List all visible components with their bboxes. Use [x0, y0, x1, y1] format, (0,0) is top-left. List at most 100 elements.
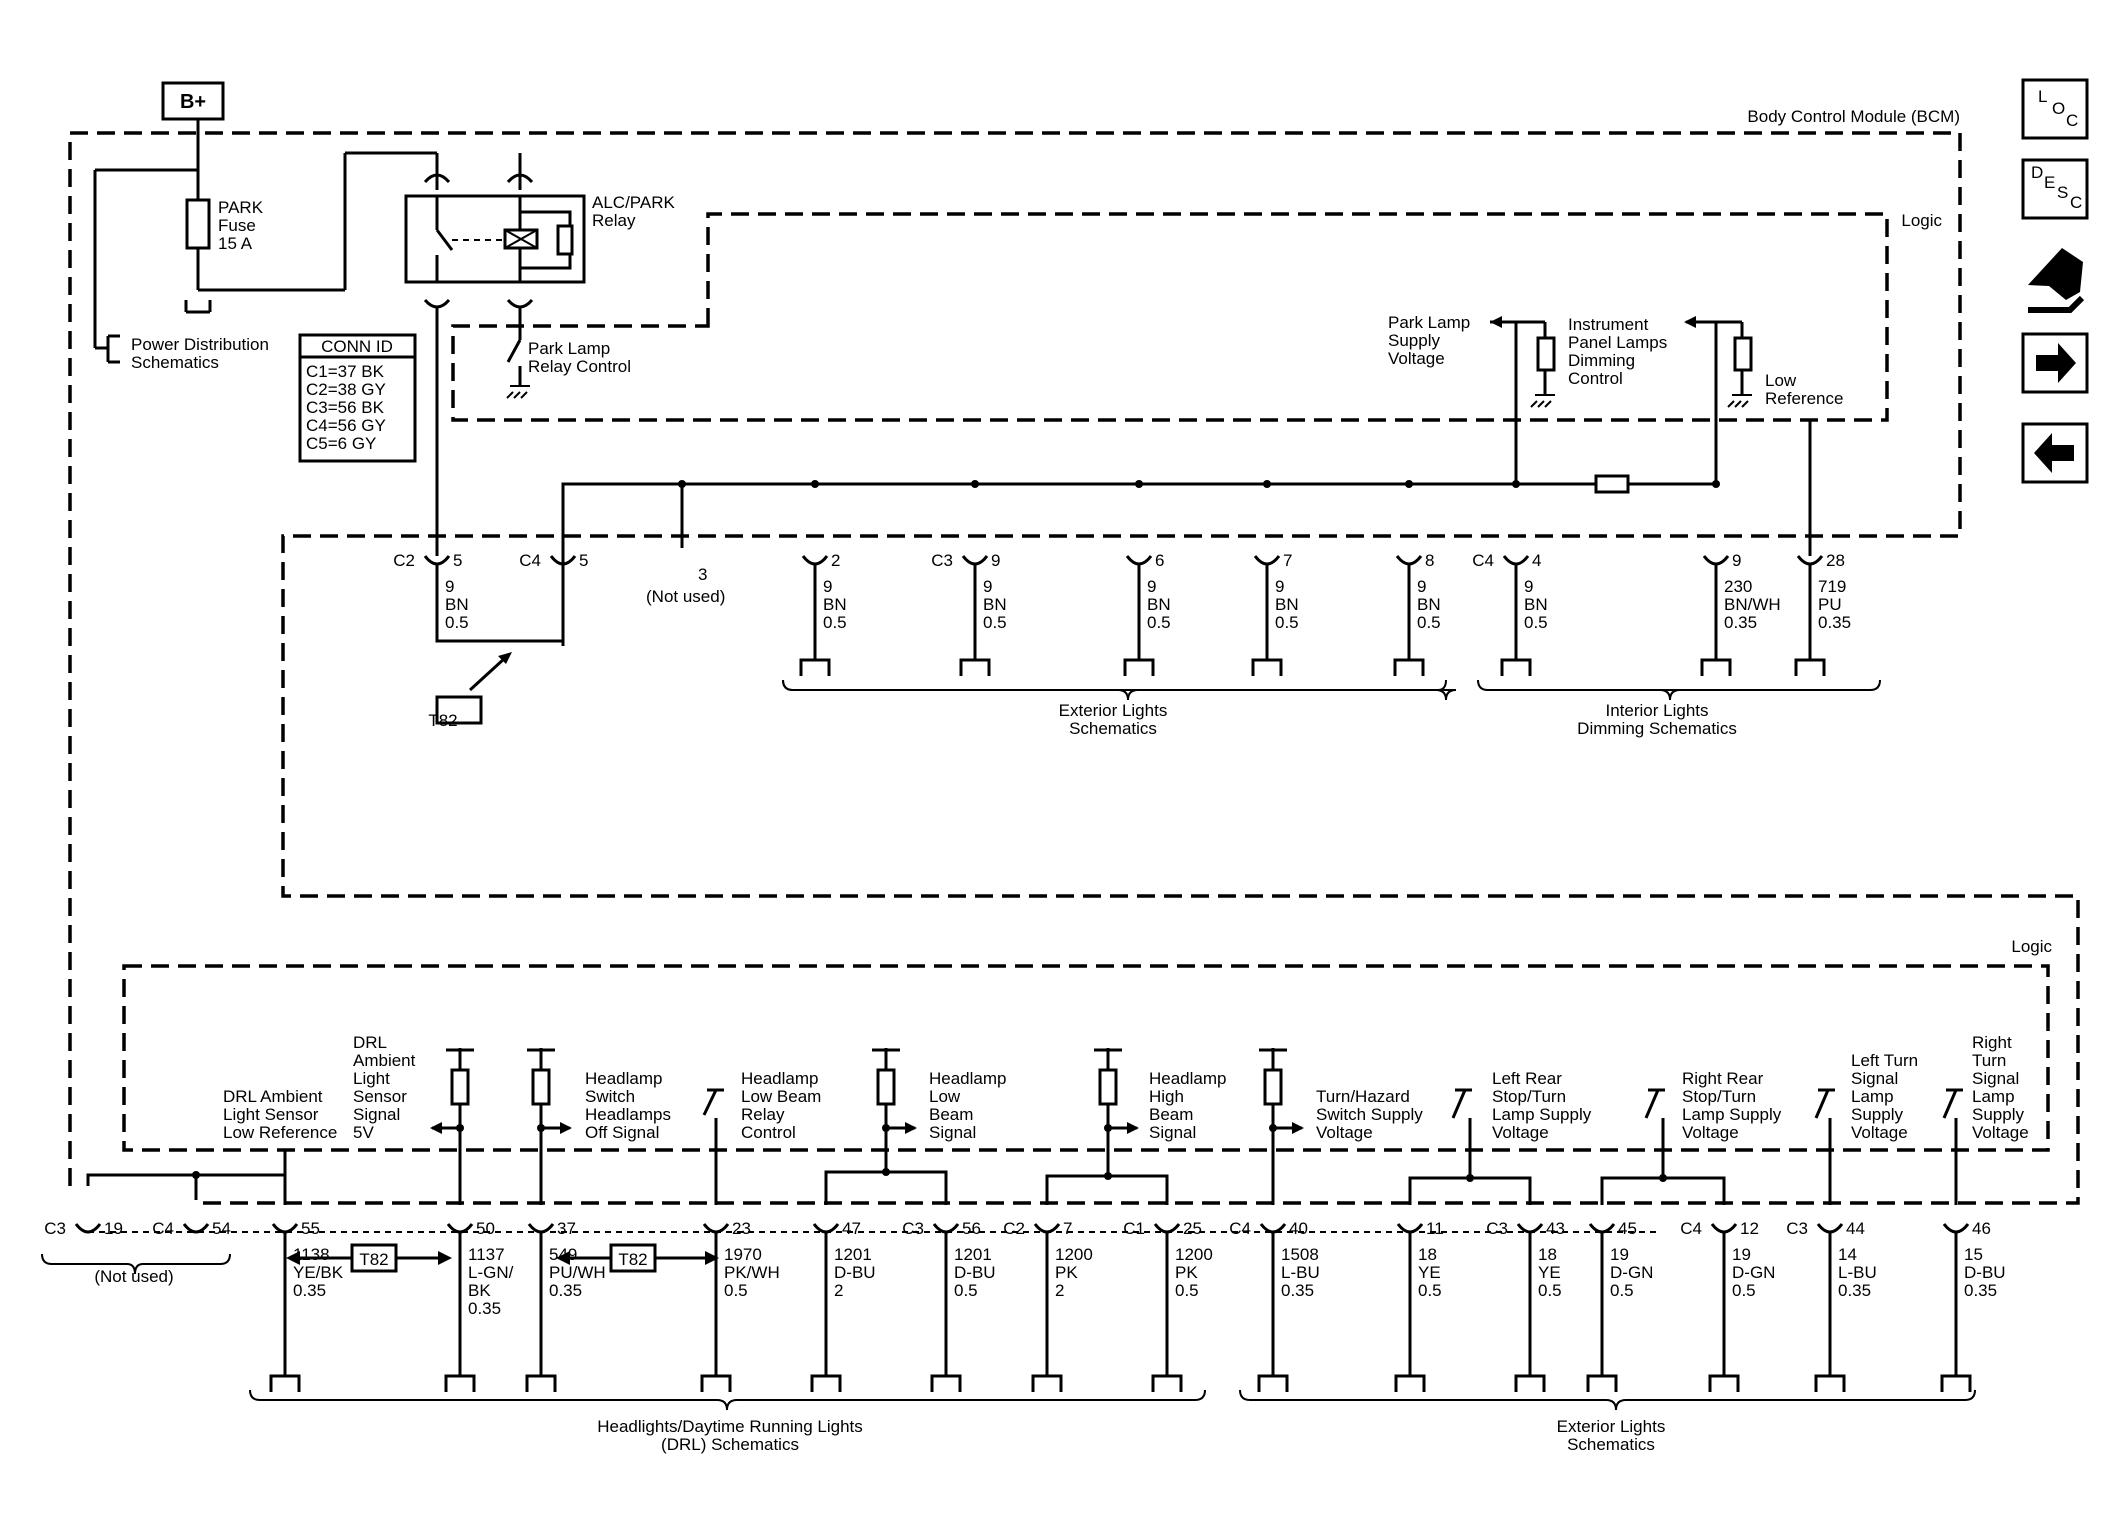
conn-id-row: C3=56 BK	[306, 398, 385, 417]
hl-lowbeam-signal-label-line: Signal	[929, 1123, 976, 1142]
wire-label: D-GN	[1732, 1263, 1775, 1282]
drl-ambient-lowref-label-line: DRL Ambient	[223, 1087, 323, 1106]
drl-ambient-lowref-label-line: Light Sensor	[223, 1105, 319, 1124]
wire-label: 0.5	[1147, 613, 1171, 632]
arrow-left-icon[interactable]	[2021, 422, 2089, 484]
bplus-box	[161, 81, 225, 121]
pin-number: 11	[1426, 1219, 1444, 1238]
pin-number: 7	[1283, 551, 1292, 570]
pin-number: 45	[1618, 1219, 1637, 1238]
rt-turn-label-line: Signal	[1972, 1069, 2019, 1088]
pin-number: 12	[1740, 1219, 1759, 1238]
wire-label: PU	[1818, 595, 1842, 614]
pin-number: 55	[301, 1219, 320, 1238]
drl-ambient-5v-label-line: Light	[353, 1069, 390, 1088]
rr-stop-turn-label-line: Voltage	[1682, 1123, 1739, 1142]
loc-letter: C	[2066, 111, 2078, 130]
wire-label: YE	[1418, 1263, 1441, 1282]
bplus-label: B+	[180, 91, 206, 113]
wire-label: 0.5	[1610, 1281, 1634, 1300]
connector-label: C4	[152, 1219, 174, 1238]
lt-turn-label-line: Voltage	[1851, 1123, 1908, 1142]
wire-label: 9	[445, 577, 454, 596]
rt-turn-label-line: Right	[1972, 1033, 2012, 1052]
wire-label: BK	[468, 1281, 491, 1300]
wire-label: 0.5	[724, 1281, 748, 1300]
hl-switch-off-label-line: Headlamps	[585, 1105, 671, 1124]
power-dist-label-line: Schematics	[131, 353, 219, 372]
park-supply-label-line: Park Lamp	[1388, 313, 1470, 332]
wire-label: 1200	[1055, 1245, 1093, 1264]
wire-label: L-GN/	[468, 1263, 514, 1282]
ext-lights-upper-label-line: Schematics	[1069, 719, 1157, 738]
drl-ambient-5v-label-line: Ambient	[353, 1051, 416, 1070]
loc-icon[interactable]	[2021, 78, 2089, 140]
wire-label: 0.35	[549, 1281, 582, 1300]
rr-stop-turn-label-line: Lamp Supply	[1682, 1105, 1782, 1124]
pin-number: 47	[842, 1219, 861, 1238]
connector-label: C4	[1680, 1219, 1702, 1238]
wire-label: L-BU	[1838, 1263, 1877, 1282]
desc-icon[interactable]	[2021, 158, 2089, 220]
wrench-hand-icon[interactable]	[2028, 248, 2085, 313]
wire-label: 0.5	[823, 613, 847, 632]
hl-highbeam-signal-label-line: Beam	[1149, 1105, 1193, 1124]
wire-label: 0.35	[1281, 1281, 1314, 1300]
hl-drl-label-line: (DRL) Schematics	[661, 1435, 799, 1454]
pin-number: 2	[831, 551, 840, 570]
hl-lowbeam-relay-label-line: Low Beam	[741, 1087, 821, 1106]
connector-label: C3	[902, 1219, 924, 1238]
wire-label: BN	[823, 595, 847, 614]
park-fuse-label-line: 15 A	[218, 234, 253, 253]
hl-switch-off-label-line: Headlamp	[585, 1069, 663, 1088]
drl-ambient-5v-label-line: Sensor	[353, 1087, 407, 1106]
wire-label: BN	[1524, 595, 1548, 614]
pin-number: 9	[991, 551, 1000, 570]
wire-label: 0.35	[293, 1281, 326, 1300]
wire-label: YE	[1538, 1263, 1561, 1282]
ip-dimming-label-line: Control	[1568, 369, 1623, 388]
wire-label: D-BU	[834, 1263, 876, 1282]
wire-label: PU/WH	[549, 1263, 606, 1282]
wire-label: 18	[1538, 1245, 1557, 1264]
wire-label: 1137	[468, 1245, 505, 1264]
rt-turn-label-line: Voltage	[1972, 1123, 2029, 1142]
park-fuse-label-line: Fuse	[218, 216, 256, 235]
rt-turn-label-line: Turn	[1972, 1051, 2006, 1070]
ext-lights-lower-label-line: Exterior Lights	[1557, 1417, 1666, 1436]
rr-stop-turn-label-line: Right Rear	[1682, 1069, 1764, 1088]
pin-number: 4	[1532, 551, 1541, 570]
hl-highbeam-signal-label-line: High	[1149, 1087, 1184, 1106]
conn-id-row: C1=37 BK	[306, 362, 385, 381]
wire-label: 1138	[293, 1245, 330, 1264]
lt-turn-label-line: Supply	[1851, 1105, 1903, 1124]
lt-turn-label-line: Lamp	[1851, 1087, 1894, 1106]
drl-ambient-lowref-label-line: Low Reference	[223, 1123, 337, 1142]
logic-box-upper	[451, 212, 1889, 422]
wire-label: D-BU	[1964, 1263, 2006, 1282]
hl-switch-off-label-line: Off Signal	[585, 1123, 659, 1142]
wire-label: 1201	[954, 1245, 992, 1264]
arrow-right-icon[interactable]	[2021, 332, 2089, 394]
conn-id-title: CONN ID	[321, 337, 393, 356]
rt-turn-label-line: Lamp	[1972, 1087, 2015, 1106]
wire-label: 9	[1524, 577, 1533, 596]
ip-dimming-label-line: Panel Lamps	[1568, 333, 1667, 352]
hl-lowbeam-relay-label-line: Control	[741, 1123, 796, 1142]
lt-turn-label-line: Left Turn	[1851, 1051, 1918, 1070]
hl-lowbeam-relay-label-line: Headlamp	[741, 1069, 819, 1088]
